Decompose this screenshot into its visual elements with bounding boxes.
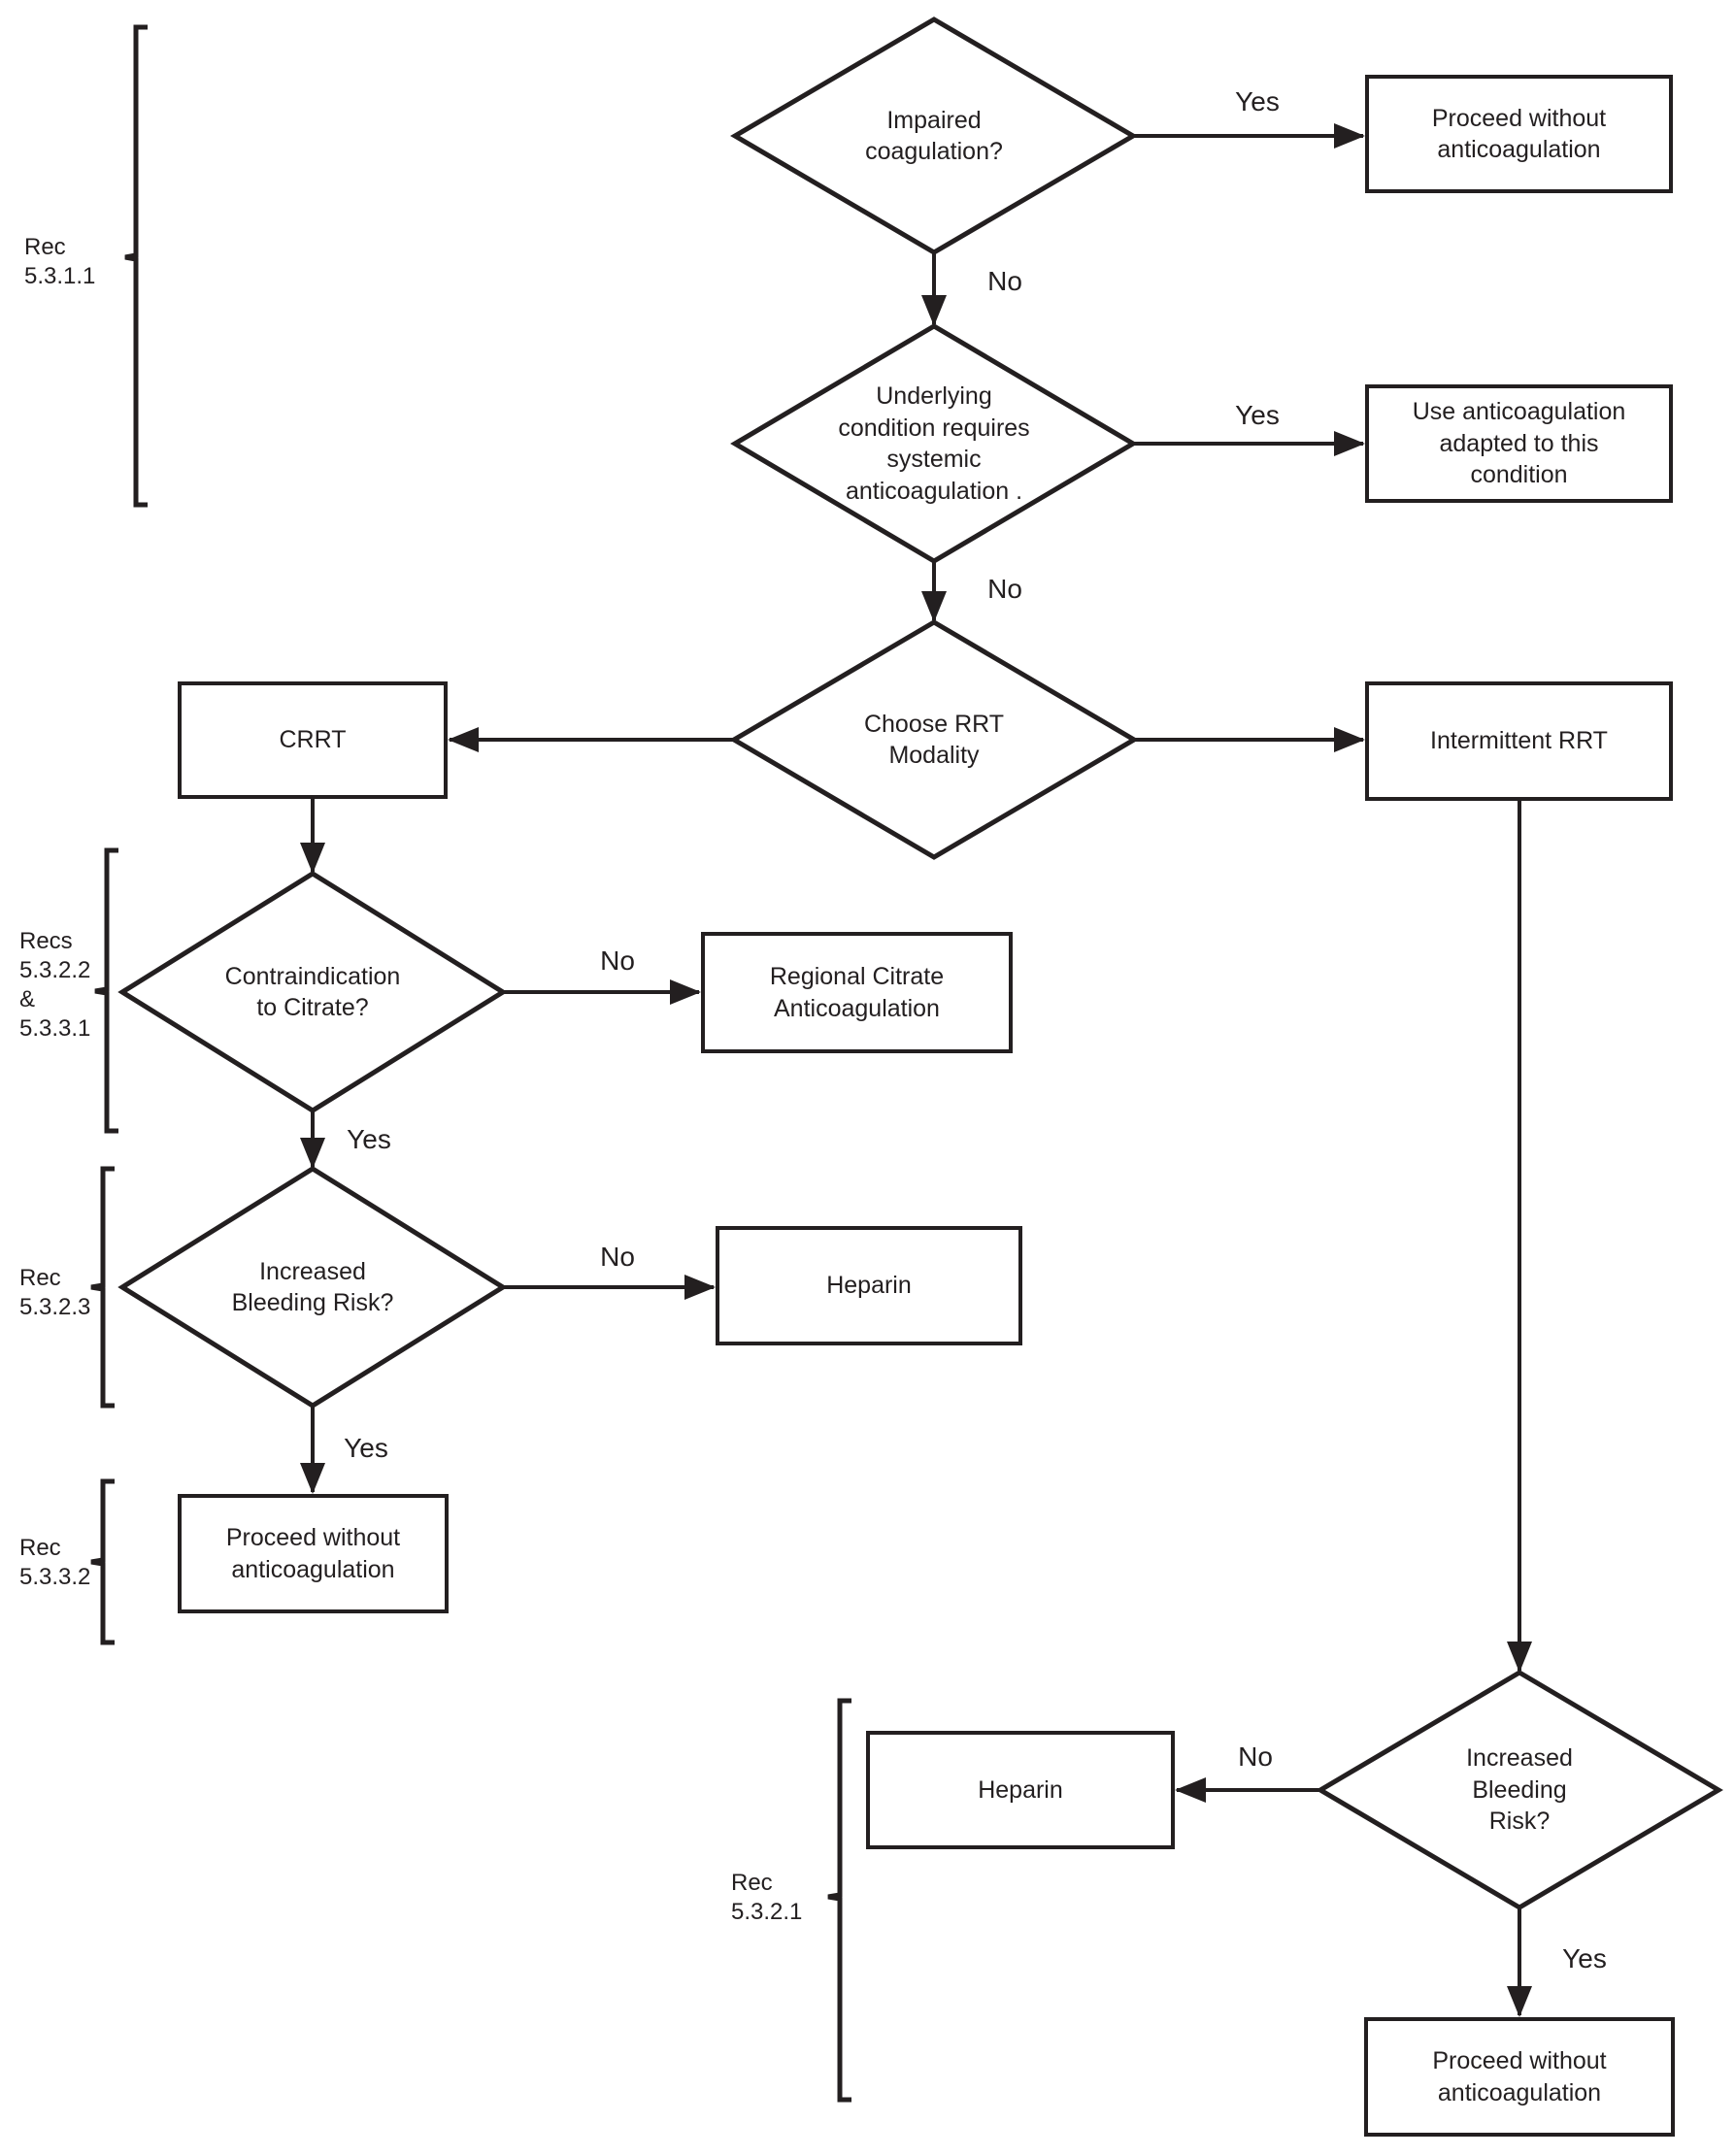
box-label: Intermittent RRT — [1430, 727, 1608, 755]
bracket-rec-5-3-3-2 — [90, 1478, 115, 1645]
box-regional-citrate-anticoagulation: Regional Citrate Anticoagulation — [701, 932, 1013, 1053]
box-heparin-crrt: Heparin — [716, 1226, 1022, 1345]
box-use-anticoagulation-adapted: Use anticoagulation adapted to this cond… — [1365, 384, 1673, 503]
box-label: Regional Citrate Anticoagulation — [769, 963, 945, 1022]
diamond-impaired-coagulation — [730, 17, 1138, 255]
edge-label-citrate-no: No — [600, 945, 635, 976]
edge-label-impaired-no: No — [987, 266, 1022, 296]
box-proceed-without-anticoagulation-top: Proceed without anticoagulation — [1365, 75, 1673, 193]
edge-label-underlying-yes: Yes — [1235, 400, 1280, 430]
edge-label-bleeding-crrt-yes: Yes — [344, 1433, 388, 1463]
bracket-rec-5-3-1-1 — [124, 24, 148, 508]
rec-label-5-3-2-1: Rec 5.3.2.1 — [731, 1870, 803, 1925]
diamond-choose-rrt-modality — [729, 619, 1139, 860]
box-intermittent-rrt: Intermittent RRT — [1365, 681, 1673, 801]
edge-label-bleeding-crrt-no: No — [600, 1242, 635, 1272]
box-proceed-without-anticoagulation-irrt: Proceed without anticoagulation — [1364, 2017, 1675, 2137]
edge-label-underlying-no: No — [987, 574, 1022, 604]
box-label: CRRT — [279, 726, 347, 754]
box-label: Use anticoagulation adapted to this cond… — [1412, 398, 1626, 489]
edge-label-bleeding-irrt-yes: Yes — [1562, 1943, 1607, 1974]
box-label: Heparin — [826, 1272, 912, 1300]
bracket-recs-5-3-2-2 — [94, 847, 118, 1134]
box-proceed-without-anticoagulation-crrt: Proceed without anticoagulation — [178, 1494, 449, 1613]
diamond-bleeding-risk-irrt — [1316, 1670, 1723, 1910]
rec-label-5-3-1-1: Rec 5.3.1.1 — [24, 234, 96, 289]
box-label: Heparin — [978, 1775, 1063, 1804]
box-heparin-irrt: Heparin — [866, 1731, 1175, 1849]
box-crrt: CRRT — [178, 681, 448, 799]
edge-label-bleeding-irrt-no: No — [1238, 1741, 1273, 1772]
rec-label-5-3-2-3: Rec 5.3.2.3 — [19, 1265, 91, 1320]
edge-label-impaired-yes: Yes — [1235, 86, 1280, 116]
rec-label-5-3-3-2: Rec 5.3.3.2 — [19, 1535, 91, 1590]
box-label: Proceed without anticoagulation — [1432, 2047, 1607, 2106]
rec-label-5-3-2-2-and-5-3-3-1: Recs 5.3.2.2 & 5.3.3.1 — [19, 928, 91, 1042]
diamond-bleeding-risk-crrt — [117, 1166, 508, 1409]
box-label: Proceed without anticoagulation — [225, 1524, 401, 1583]
bracket-rec-5-3-2-1 — [827, 1698, 851, 2103]
bracket-rec-5-3-2-3 — [90, 1166, 115, 1409]
diamond-contraindication-citrate — [117, 871, 508, 1113]
edge-label-citrate-yes: Yes — [347, 1124, 391, 1154]
diamond-underlying-condition — [730, 323, 1138, 564]
box-label: Proceed without anticoagulation — [1431, 104, 1607, 164]
